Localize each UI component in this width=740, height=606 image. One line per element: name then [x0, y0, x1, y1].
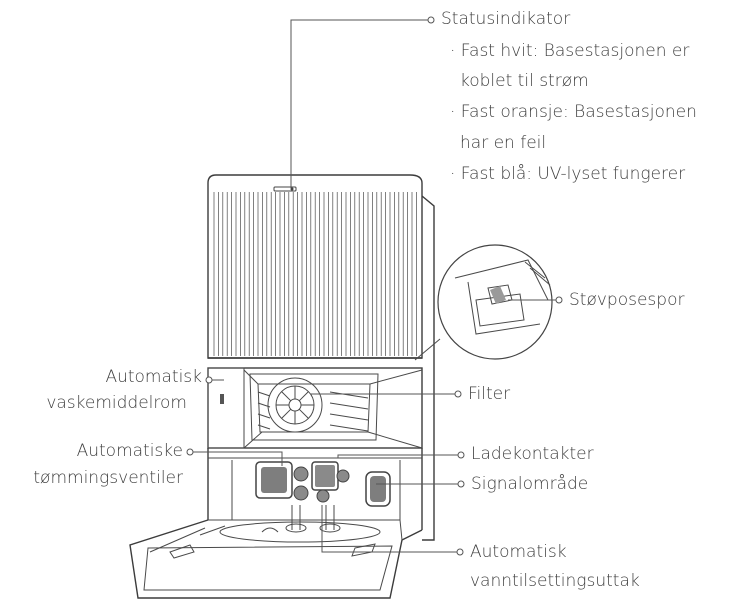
status-orange-line1: · Fast oransje: Basestasjonen [450, 102, 697, 122]
zoom-inset-dust-bag-slot [414, 244, 553, 361]
signal-area [365, 471, 391, 507]
label-filter: Filter [468, 384, 511, 404]
label-stovposespor: Støvposespor [569, 290, 685, 310]
filter-wheel [267, 377, 323, 433]
label-vanntilsetting-line1: Automatisk [470, 542, 567, 562]
middle-compartment [207, 367, 423, 449]
dust-bin-housing [207, 174, 423, 369]
label-vaskemiddel-line2: vaskemiddelrom [46, 393, 187, 413]
filter-slats [257, 391, 369, 432]
status-blue-line: · Fast blå: UV-lyset fungerer [450, 164, 686, 184]
status-white-line1: · Fast hvit: Basestasjonen er [450, 41, 690, 61]
label-tomming-line2: tømmingsventiler [33, 468, 183, 488]
label-vanntilsetting-line2: vanntilsettingsuttak [470, 571, 640, 591]
label-vaskemiddel-line1: Automatisk [105, 367, 202, 387]
label-ladekontakter: Ladekontakter [471, 444, 594, 464]
label-statusindikator: Statusindikator [441, 9, 571, 29]
status-indicator-light [273, 186, 297, 192]
status-orange-line2: har en feil [460, 133, 547, 153]
label-tomming-line1: Automatiske [76, 441, 183, 461]
drain-valves [285, 505, 341, 533]
charging-contacts [255, 461, 350, 503]
status-white-line2: koblet til strøm [460, 71, 589, 91]
base-ramp [129, 519, 423, 599]
station-side-panel [421, 195, 435, 541]
label-signalomrade: Signalområde [471, 474, 589, 494]
leader-lines [186, 16, 563, 556]
